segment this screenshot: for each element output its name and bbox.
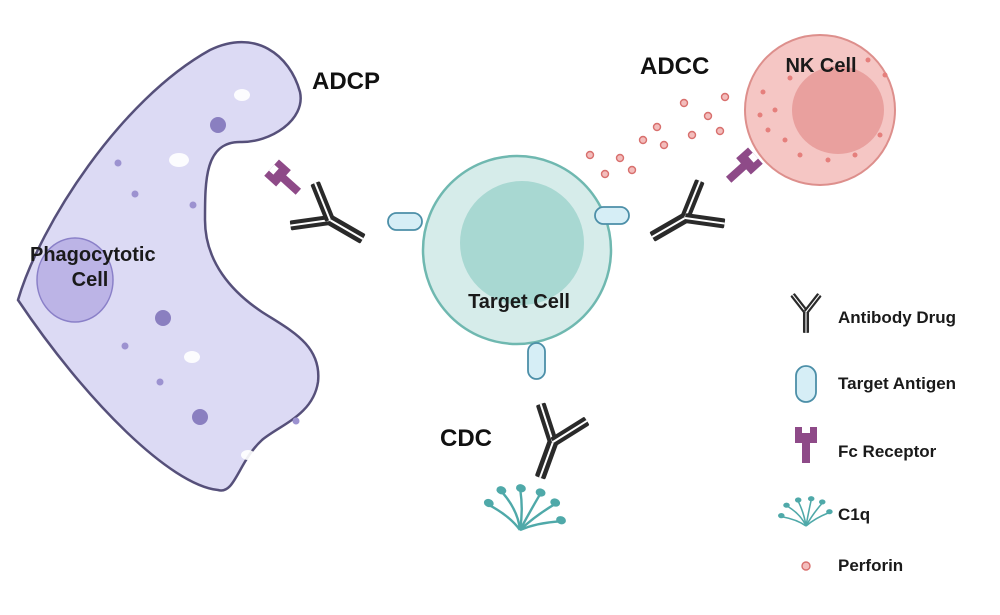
antigen-adcp	[387, 212, 423, 231]
adcp-complex	[264, 159, 423, 264]
adcc-label: ADCC	[640, 53, 710, 80]
phagocyte-granules	[114, 89, 300, 460]
antibody-cdc	[513, 399, 592, 488]
legend-target-antigen-label: Target Antigen	[838, 374, 957, 393]
target-antigen-icon	[795, 365, 817, 403]
target-nucleus	[460, 181, 584, 305]
antibody-adcp	[285, 177, 378, 264]
phagocytic-cell-label: Phagocytotic Cell	[30, 243, 156, 293]
perforin-granules	[585, 92, 730, 179]
adcp-label: ADCP	[312, 68, 381, 95]
cdc-label: CDC	[440, 425, 492, 452]
c1q-cdc	[477, 471, 575, 544]
legend-fc-receptor-label: Fc Receptor	[838, 442, 937, 461]
legend-perforin-label: Perforin	[838, 556, 904, 575]
antibody-drug-icon	[790, 292, 822, 333]
phagocytic-label-line1: Phagocytotic	[30, 244, 156, 266]
perforin-icon	[801, 561, 811, 571]
legend-antibody-drug-label: Antibody Drug	[838, 308, 957, 327]
fc-receptor-adcc	[721, 147, 763, 188]
target-cell-label: Target Cell	[468, 291, 570, 313]
antigen-adcc	[594, 206, 630, 225]
legend	[777, 292, 834, 571]
nk-cell-label: NK Cell	[785, 55, 857, 77]
cdc-complex	[477, 342, 592, 544]
nk-nucleus	[792, 66, 884, 154]
phagocytic-cell	[16, 40, 320, 492]
target-cell	[421, 154, 613, 346]
fc-receptor-adcp	[264, 159, 306, 200]
c1q-icon	[777, 495, 834, 527]
nk-cell	[744, 34, 896, 186]
antigen-cdc	[527, 342, 546, 380]
antibody-adcc	[637, 175, 730, 262]
adcc-complex	[594, 147, 763, 262]
phagocytic-label-line2: Cell	[71, 269, 109, 291]
fc-receptor-icon	[795, 427, 817, 463]
phagocyte-nucleus	[36, 237, 114, 323]
legend-c1q-label: C1q	[838, 505, 871, 524]
